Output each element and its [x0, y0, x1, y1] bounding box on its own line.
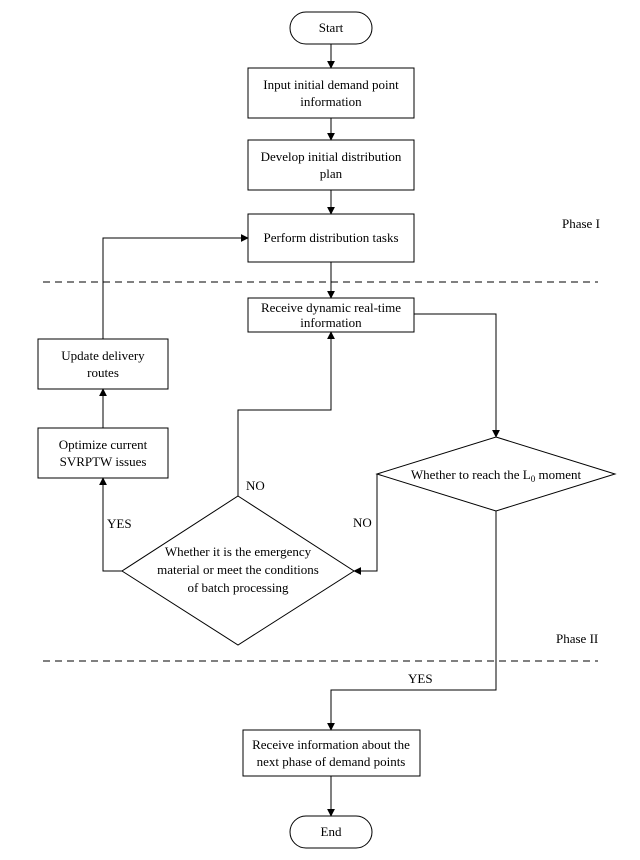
receive-next-line-1: Receive information about the — [252, 737, 410, 752]
reach-moment-label: Whether to reach the L0 moment — [411, 467, 582, 484]
arrow-emergency-yes-to-optimize — [99, 477, 122, 572]
yes-label-emergency: YES — [107, 516, 132, 531]
input-demand-line-1: Input initial demand point — [263, 77, 399, 92]
develop-plan-line-1: Develop initial distribution — [261, 149, 402, 164]
arrow-update-to-perform — [102, 234, 249, 339]
reach-moment-decision: Whether to reach the L0 moment — [375, 436, 617, 512]
update-routes-node: Update delivery routes — [37, 338, 169, 390]
end-node: End — [289, 815, 373, 849]
reach-moment-subscript: 0 — [531, 474, 536, 484]
emergency-line-3: of batch processing — [187, 580, 289, 595]
end-label: End — [321, 824, 342, 839]
arrow-reach-no-to-emergency — [353, 474, 378, 575]
receive-next-node: Receive information about the next phase… — [242, 729, 421, 777]
optimize-issues-node: Optimize current SVRPTW issues — [37, 427, 169, 479]
develop-plan-line-2: plan — [320, 166, 343, 181]
emergency-line-2: material or meet the conditions — [157, 562, 319, 577]
update-routes-line-1: Update delivery — [61, 348, 145, 363]
reach-moment-prefix: Whether to reach the L — [411, 467, 531, 482]
yes-label-reach: YES — [408, 671, 433, 686]
perform-tasks-label: Perform distribution tasks — [263, 230, 398, 245]
start-label: Start — [319, 20, 344, 35]
receive-next-line-2: next phase of demand points — [257, 754, 406, 769]
develop-plan-node: Develop initial distribution plan — [247, 139, 415, 191]
input-demand-line-2: information — [300, 94, 362, 109]
arrow-emergency-no-to-receive — [237, 331, 335, 496]
optimize-issues-line-2: SVRPTW issues — [60, 454, 147, 469]
arrow-reach-yes-to-receive-next — [327, 511, 497, 731]
receive-dynamic-line-1: Receive dynamic real-time — [261, 300, 401, 315]
no-label-emergency: NO — [246, 478, 265, 493]
no-label-reach: NO — [353, 515, 372, 530]
phase-2-label: Phase II — [556, 631, 598, 646]
arrow-receive-to-reach-decision — [414, 313, 500, 438]
emergency-line-1: Whether it is the emergency — [165, 544, 312, 559]
receive-dynamic-node: Receive dynamic real-time information — [247, 297, 415, 333]
reach-moment-suffix: moment — [535, 467, 581, 482]
phase-1-label: Phase I — [562, 216, 600, 231]
emergency-decision: Whether it is the emergency material or … — [121, 495, 355, 646]
update-routes-line-2: routes — [87, 365, 119, 380]
input-demand-node: Input initial demand point information — [247, 67, 415, 119]
perform-tasks-node: Perform distribution tasks — [247, 213, 415, 263]
start-node: Start — [289, 11, 373, 45]
optimize-issues-line-1: Optimize current — [59, 437, 148, 452]
receive-dynamic-line-2: information — [300, 315, 362, 330]
